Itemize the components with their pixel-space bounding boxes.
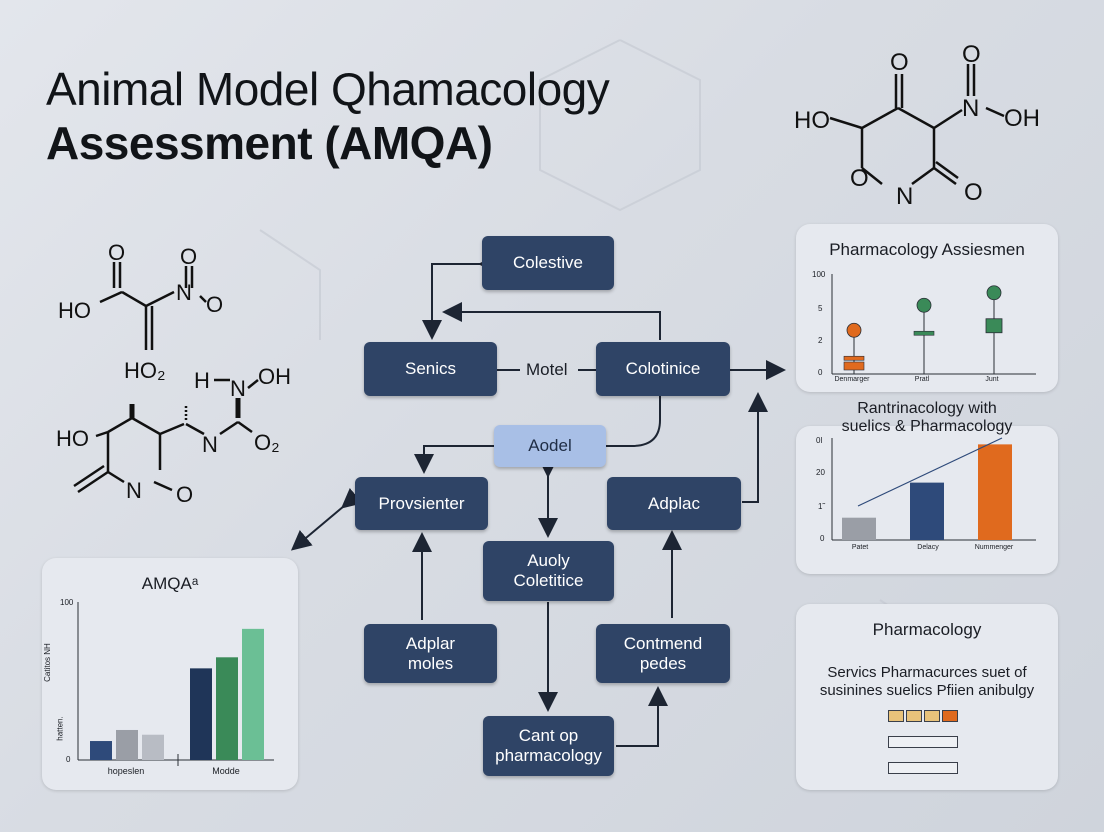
chem-lt-ho2: HO₂	[124, 358, 166, 383]
pharm-swatch-3	[924, 710, 940, 722]
assess-chart-plot	[831, 274, 1036, 375]
chem-tr-n2: N	[896, 183, 913, 210]
chem-lt-n: N	[176, 280, 192, 305]
node-contmend-pedes: Contmend pedes	[596, 624, 730, 683]
chem-lt-o-top: O	[180, 244, 197, 269]
node-cant-op-pharmacology: Cant op pharmacology	[483, 716, 614, 776]
node-adplar-moles: Adplar moles	[364, 624, 497, 683]
chem-lb-o: O	[176, 482, 193, 507]
assess-ytick-100: 100	[812, 270, 826, 279]
chem-tr-o2: O	[962, 41, 981, 68]
pharm-bar-2	[888, 762, 958, 774]
chem-lb-n: N	[230, 376, 246, 401]
pharm-text-line1: Servics Pharmacurces suet of	[827, 664, 1027, 681]
pharm-swatch-2	[906, 710, 922, 722]
amqa-xlabel-0: hopeslen	[107, 766, 145, 776]
amqa-bar-1-0	[190, 668, 212, 760]
node-adplac: Adplac	[607, 477, 741, 530]
assess-chart-title: Pharmacology Assiesmen	[829, 240, 1025, 259]
node-aodel: Aodel	[494, 425, 606, 467]
assess-point-0	[846, 322, 862, 338]
assess-ytick-2: 2	[818, 336, 823, 345]
panel-pharmacology: Pharmacology Servics Pharmacurces suet o…	[796, 604, 1058, 790]
chart-rantrinacology: Rantrinacology with suelics & Pharmacolo…	[796, 392, 1058, 576]
bar2-chart-plot	[831, 437, 1036, 541]
node-colestive: Colestive	[482, 236, 614, 290]
amqa-xlabel-1: Modde	[212, 766, 240, 776]
bar2-bar-2	[978, 444, 1012, 540]
amqa-bar-0-2	[142, 734, 164, 760]
bar2-bar-0	[842, 517, 876, 540]
amqa-chart-plot	[77, 602, 274, 766]
node-auoly-coletitice: Auoly Coletitice	[483, 541, 614, 601]
amqa-chart-title: AMQAᵃ	[141, 574, 199, 593]
pharm-title: Pharmacology	[872, 620, 982, 639]
chem-lt-o2: O	[206, 292, 223, 317]
label-motel: Motel	[526, 360, 568, 379]
node-provsienter: Provsienter	[355, 477, 488, 530]
panel-amqa-chart: AMQAᵃ 100 0 Catitos NH hatten. hopeslen …	[42, 558, 298, 790]
assess-point-2	[986, 285, 1002, 301]
chem-lb-n3: N	[126, 478, 142, 503]
bar2-bar-1	[910, 482, 944, 540]
chem-tr-o4: O	[964, 179, 983, 206]
page-title-line2: Assessment (AMQA)	[46, 117, 493, 169]
bar2-xlabel-0: Patet	[851, 544, 869, 551]
pharm-bar-1	[888, 736, 958, 748]
assess-xlabel-2: Junt	[985, 376, 999, 383]
bar2-trend-line	[857, 437, 1003, 507]
assess-box-2	[985, 318, 1003, 334]
chem-lb-h: H	[194, 368, 210, 393]
chem-tr-n: N	[962, 95, 979, 122]
pharm-swatch-4	[942, 710, 958, 722]
chem-tr-oh: OH	[1004, 105, 1040, 132]
amqa-ytick-0: 0	[66, 755, 71, 764]
chemical-structure-left-top: HO O N O O HO₂	[58, 240, 223, 383]
bar2-title-line1: Rantrinacology with	[857, 400, 997, 417]
assess-box-1	[913, 330, 935, 336]
assess-ytick-0: 0	[818, 368, 823, 377]
assess-base-box-0	[843, 361, 865, 371]
amqa-bar-1-1	[216, 657, 238, 760]
page-title-line1: Animal Model Qhamacology	[46, 63, 610, 115]
chem-tr-o3: O	[850, 165, 869, 192]
pharm-text-line2: susinines suelics Pfiien anibulgy	[819, 682, 1035, 699]
bar2-ytick-0: 0	[820, 534, 825, 543]
chemical-structure-left-bottom: H N OH HO N O₂ N O	[56, 364, 291, 507]
chem-tr-ho: HO	[794, 107, 830, 134]
assess-xlabel-1: Pratl	[914, 376, 930, 383]
amqa-ytick-100: 100	[60, 598, 74, 607]
bar2-xlabel-1: Delacy	[917, 544, 939, 551]
chemical-structure-top-right: HO O O N OH O N O	[794, 41, 1040, 210]
assess-point-1	[916, 297, 932, 313]
bar2-ytick-20: 20	[816, 468, 825, 477]
pharm-swatch-1	[888, 710, 904, 722]
node-senics: Senics	[364, 342, 497, 396]
bar2-title-line2: suelics & Pharmacology	[841, 418, 1013, 435]
amqa-bar-0-1	[116, 729, 138, 760]
chem-lb-n2: N	[202, 432, 218, 457]
chem-lb-ho: HO	[56, 426, 89, 451]
node-colotinice: Colotinice	[596, 342, 730, 396]
panel-assessment-chart: Pharmacology Assiesmen 100 5 2 0 Denmarg…	[796, 224, 1058, 392]
bar2-xlabel-2: Nummenger	[974, 544, 1014, 551]
bar2-ytick-0l: 0l	[816, 436, 823, 445]
amqa-bar-1-2	[242, 628, 264, 760]
assess-ytick-5: 5	[818, 304, 823, 313]
chem-lb-o2: O₂	[254, 430, 280, 455]
bar2-ytick-1: 1̃	[818, 502, 823, 511]
chem-lt-o: O	[108, 240, 125, 265]
chem-tr-o1: O	[890, 49, 909, 76]
assess-box-0	[843, 355, 865, 361]
chem-lt-ho: HO	[58, 298, 91, 323]
chem-lb-oh: OH	[258, 364, 291, 389]
amqa-bar-0-0	[90, 741, 112, 760]
assess-xlabel-0: Denmarger	[834, 376, 870, 383]
